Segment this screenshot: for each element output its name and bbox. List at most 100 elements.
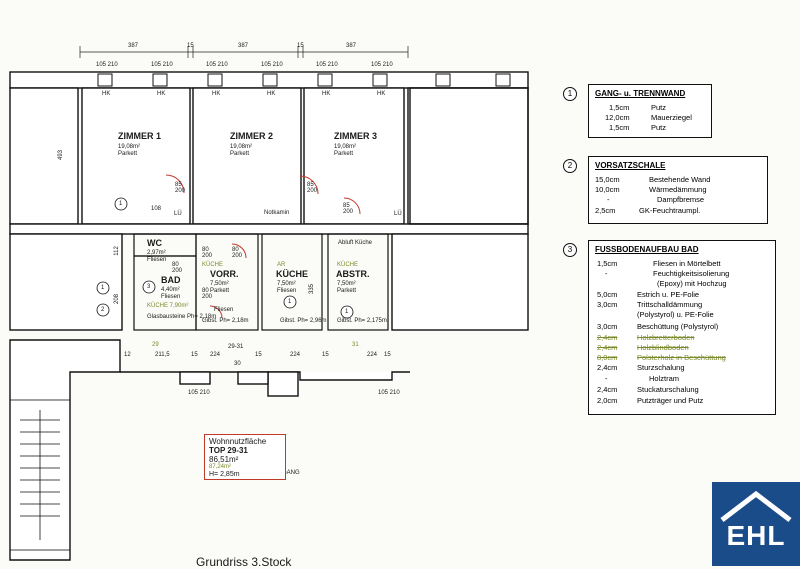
room-kueche-ceiling: Gibst. Ph= 2,96m bbox=[280, 318, 327, 324]
hk-label: HK bbox=[157, 91, 166, 97]
room-kueche-floor: Fliesen bbox=[277, 288, 297, 294]
dim-top-1: 387 bbox=[128, 43, 139, 49]
room-zimmer-3-area: 19,08m² bbox=[334, 144, 357, 150]
hk-label: HK bbox=[102, 91, 111, 97]
hk-label: HK bbox=[377, 91, 386, 97]
bottom-dim: 224 bbox=[367, 352, 378, 358]
room-bad-area: 4,40m² bbox=[161, 287, 180, 293]
legend-3-row-val: 2,4cm bbox=[597, 333, 618, 342]
hk-label: HK bbox=[322, 91, 331, 97]
corridor-walls bbox=[9, 339, 410, 561]
legend-3-row-desc: Feuchtigkeitsisolierung bbox=[653, 269, 730, 278]
info-box: Wohnnutzfläche TOP 29-31 86,51m² 87,24m²… bbox=[204, 434, 286, 480]
room-bad-old-label: KÜCHE 7,90m² bbox=[147, 303, 189, 309]
window-code-bottom: 105 210 bbox=[378, 390, 400, 396]
top-number: 31 bbox=[352, 342, 359, 348]
legend-2-row-val: - bbox=[607, 195, 610, 204]
legend-3-row-desc: Fliesen in Mörtelbett bbox=[653, 259, 721, 268]
room-zimmer-2-floor: Parkett bbox=[230, 151, 250, 157]
room-abstr-floor: Parkett bbox=[337, 288, 357, 294]
legend-3-row-desc: Sturzschalung bbox=[637, 363, 685, 372]
window-code: 105 210 bbox=[151, 62, 173, 68]
legend-2-number: 2 bbox=[563, 159, 577, 173]
info-area-old: 87,24m² bbox=[209, 464, 232, 470]
door-label: 85 200 bbox=[307, 182, 318, 194]
unit-rooms bbox=[133, 233, 389, 331]
room-kueche-name: KÜCHE bbox=[276, 269, 309, 279]
door-label: 85 200 bbox=[175, 182, 186, 194]
top-number: 29 bbox=[152, 342, 159, 348]
dim-top-5: 387 bbox=[346, 43, 357, 49]
room-wc-area: 2,97m² bbox=[147, 250, 166, 256]
info-area: 86,51m² bbox=[209, 455, 239, 464]
room-vorr-ceiling: Gibst. Ph= 2,18m bbox=[202, 318, 249, 324]
room-kueche-area: 7,50m² bbox=[277, 281, 296, 287]
bottom-dim: 15 bbox=[384, 352, 391, 358]
room-abstr-area: 7,50m² bbox=[337, 281, 356, 287]
legend-3-number: 3 bbox=[563, 243, 577, 257]
legend-2-row-desc: GK-Feuchtraumpl. bbox=[639, 206, 701, 215]
legend-1-row-desc: Mauerziegel bbox=[651, 113, 692, 122]
legend-3-row-desc: (Polystyrol) u. PE-Folie bbox=[637, 310, 714, 319]
room-abstr-ceiling: Gibst. Ph= 2,175m bbox=[337, 318, 387, 324]
legend-2-row-val: 15,0cm bbox=[595, 175, 620, 184]
legend-1-box: GANG- u. TRENNWAND 1,5cm Putz 12,0cm Mau… bbox=[588, 84, 712, 138]
room-abstr-name: ABSTR. bbox=[336, 269, 370, 279]
marker-number: 2 bbox=[101, 307, 105, 313]
legend-3-row-val: 5,0cm bbox=[597, 290, 618, 299]
bottom-dim: 15 bbox=[191, 352, 198, 358]
hk-label: HK bbox=[212, 91, 221, 97]
legend-1-row-desc: Putz bbox=[651, 123, 667, 132]
dim-335: 335 bbox=[309, 283, 316, 295]
legend-3-row-desc: (Epoxy) mit Hochzug bbox=[657, 279, 727, 288]
room-zimmer-3-name: ZIMMER 3 bbox=[334, 131, 378, 141]
legend-3-row-val: 1,5cm bbox=[597, 259, 618, 268]
legend-2-row-desc: Bestehende Wand bbox=[649, 175, 711, 184]
legend-3-row-val: 3,0cm bbox=[597, 300, 618, 309]
legend-3-row-desc: Trittschalldämmung bbox=[637, 300, 703, 309]
room-zimmer-2-name: ZIMMER 2 bbox=[230, 131, 274, 141]
legend-1-number: 1 bbox=[563, 87, 577, 101]
room-bad-floor: Fliesen bbox=[161, 294, 181, 300]
room-bad-name: BAD bbox=[161, 275, 181, 285]
notkamin-label: Notkamin bbox=[264, 210, 290, 216]
room-zimmer-2-area: 19,08m² bbox=[230, 144, 253, 150]
info-height: H= 2,85m bbox=[209, 471, 240, 478]
window-code-bottom: 105 210 bbox=[188, 390, 210, 396]
legend-1-row-val: 1,5cm bbox=[609, 123, 630, 132]
legend-3-row-val: 3,0cm bbox=[597, 322, 618, 331]
dim-top-3: 387 bbox=[238, 43, 249, 49]
staircase bbox=[9, 399, 71, 551]
legend-3-row-desc: Holztram bbox=[649, 374, 680, 383]
room-vorr-old: KÜCHE bbox=[202, 262, 224, 268]
legend-2-title: VORSATZSCHALE bbox=[595, 161, 666, 170]
legend-3-row-desc: Polsterholz in Beschüttung bbox=[637, 353, 726, 362]
house-roof-icon bbox=[720, 490, 792, 522]
lu-label: LÜ bbox=[174, 211, 182, 217]
window-code: 105 210 bbox=[96, 62, 118, 68]
window-code: 105 210 bbox=[371, 62, 393, 68]
door-swings bbox=[165, 174, 361, 319]
legend-3-row-val: 8,0cm bbox=[597, 353, 618, 362]
window-code: 105 210 bbox=[206, 62, 228, 68]
dim-108: 108 bbox=[151, 206, 162, 212]
legend-1-title: GANG- u. TRENNWAND bbox=[595, 89, 686, 98]
info-top: TOP 29-31 bbox=[209, 446, 248, 455]
top-number: 30 bbox=[234, 361, 241, 367]
legend-3-row-val: 2,0cm bbox=[597, 396, 618, 405]
room-vorr-extra: Fliesen bbox=[214, 307, 234, 313]
legend-3-row-val: - bbox=[605, 374, 608, 383]
room-zimmer-1-floor: Parkett bbox=[118, 151, 138, 157]
legend-3-row-desc: Stuckaturschalung bbox=[637, 385, 699, 394]
top-dimension-line bbox=[79, 46, 409, 58]
marker-number: 1 bbox=[101, 285, 105, 291]
room-wc-floor: Fliesen bbox=[147, 257, 167, 263]
top-windows bbox=[97, 73, 511, 87]
legend-3-row-val: 2,4cm bbox=[597, 343, 618, 352]
door-label: 80 200 bbox=[202, 247, 213, 259]
dim-top-4: 15 bbox=[297, 43, 304, 49]
legend-3-box: FUSSBODENAUFBAU BAD 1,5cm Fliesen in Mör… bbox=[588, 240, 776, 415]
room-vorr-name: VORR. bbox=[210, 269, 239, 279]
legend-2-row-desc: Wärmedämmung bbox=[649, 185, 707, 194]
